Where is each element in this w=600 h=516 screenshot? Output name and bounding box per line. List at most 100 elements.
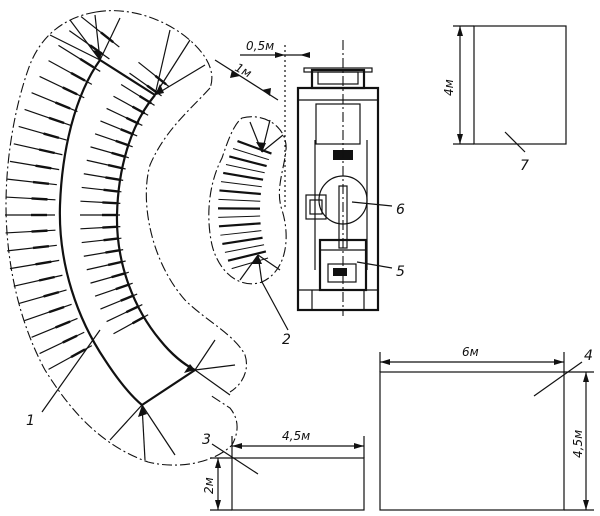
radial-line [39, 75, 85, 99]
area2-radial-lines [218, 140, 272, 270]
stack-mark [107, 163, 123, 170]
stack-mark [107, 260, 123, 267]
box-7 [473, 25, 567, 145]
arrow-fan-bottom [109, 339, 236, 461]
leader-7 [504, 131, 526, 153]
stack-mark [31, 197, 48, 201]
dim-box3-width: 4,5м [282, 429, 310, 443]
drive-assembly [318, 238, 368, 292]
dim-box4-width: 6м [462, 345, 479, 359]
area2-radial-line [227, 250, 267, 262]
area2-radial-line [223, 171, 264, 181]
stack-mark [115, 283, 130, 291]
callout-5: 5 [396, 264, 405, 280]
area2-radial-line [218, 215, 261, 218]
radial-line [39, 331, 85, 355]
arrow-fan-top [49, 14, 206, 96]
radial-line [48, 345, 93, 370]
leader-3 [211, 443, 259, 475]
outer-boundary [5, 11, 238, 466]
radial-line [7, 178, 57, 186]
stack-mark [105, 249, 120, 254]
radial-line [31, 317, 78, 338]
stack-mark [38, 275, 55, 282]
stack-mark [102, 201, 117, 205]
stack-mark [43, 290, 60, 298]
cab-top [310, 68, 366, 90]
radial-line [24, 303, 72, 322]
dim-1m: 1м [233, 60, 254, 80]
stack-mark [43, 132, 60, 140]
dim-box4-height: 4,5м [571, 430, 585, 458]
leader-6 [351, 201, 393, 207]
stack-mark [125, 305, 140, 314]
stack-mark [103, 188, 118, 193]
stack-mark [154, 74, 167, 86]
aisle-top-end [99, 59, 156, 96]
area2-radial-line [232, 148, 270, 161]
area-4 [379, 352, 594, 511]
area-7 [453, 25, 567, 153]
stack-mark [54, 320, 71, 329]
outer-boundary-top [95, 10, 213, 89]
stack-mark [131, 315, 146, 325]
stack-mark [54, 101, 71, 110]
inner-boundary [145, 87, 248, 393]
stack-mark [32, 245, 50, 250]
callout-6: 6 [396, 202, 405, 218]
stack-mark [111, 151, 126, 158]
radial-line [31, 92, 78, 113]
box-3 [231, 457, 365, 511]
callout-2: 2 [282, 332, 291, 348]
leader-2 [261, 281, 289, 331]
machine-plan [240, 40, 393, 316]
stack-mark [35, 164, 52, 170]
area2-radial-line [231, 257, 269, 270]
stack-mark [138, 94, 152, 105]
dim-box3-height: 2м [202, 477, 216, 494]
aisle-bottom-end [141, 369, 196, 406]
stack-mark [120, 128, 134, 136]
stack-mark [131, 105, 146, 115]
radial-line [9, 259, 60, 270]
radial-line [5, 196, 56, 201]
leader-4 [533, 361, 583, 397]
dimension-1m [214, 59, 279, 101]
dim-0-5m: 0,5м [246, 39, 274, 53]
stack-mark [125, 116, 140, 125]
curved-stack-area-2 [208, 116, 289, 331]
box-4 [379, 371, 565, 511]
area2-radial-line [225, 164, 265, 174]
area2-radial-line [218, 222, 261, 228]
dim-box7-height: 4м [442, 79, 456, 96]
radial-line [18, 289, 67, 305]
stack-mark [62, 334, 78, 344]
stack-mark [38, 148, 55, 155]
leader-1 [41, 329, 101, 413]
aisle-right-edge [115, 94, 196, 371]
stack-mark [48, 116, 65, 125]
stack-mark [105, 176, 120, 181]
area2-radial-line [229, 155, 267, 168]
callout-7: 7 [520, 158, 529, 174]
stack-marks [31, 31, 167, 359]
area2-radial-line [224, 244, 265, 253]
stack-mark [62, 86, 78, 96]
stack-mark [79, 57, 95, 69]
radial-line [18, 125, 67, 141]
area2-radial-line [219, 189, 261, 196]
stack-mark [48, 305, 65, 314]
radial-line [5, 229, 56, 234]
curved-stack-area-1 [5, 10, 248, 466]
radial-line [9, 160, 60, 171]
area-3 [210, 436, 365, 511]
radial-line [48, 60, 93, 85]
stack-mark [102, 225, 117, 229]
stack-mark [32, 180, 50, 185]
area2-radial-line [220, 230, 262, 236]
stack-mark [100, 31, 114, 44]
radial-line [13, 143, 63, 156]
stack-mark [70, 348, 86, 359]
area2-radial-line [220, 181, 262, 188]
